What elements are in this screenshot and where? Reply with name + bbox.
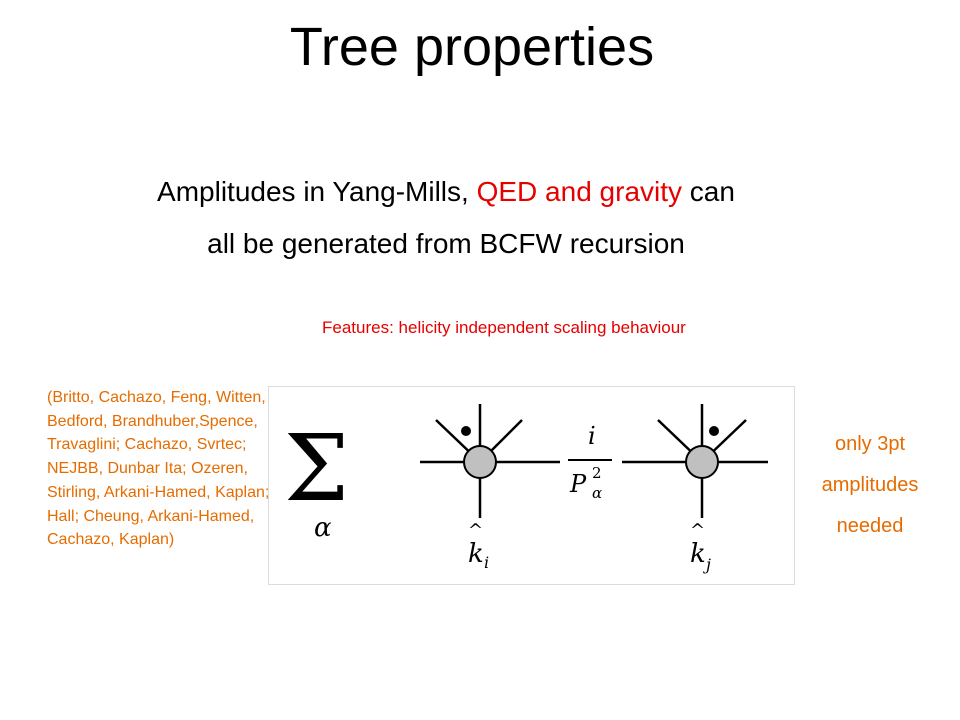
right-momentum-hat: ^ (690, 520, 705, 541)
propagator-denominator: P (569, 470, 587, 498)
subtitle-line-1: Amplitudes in Yang-Mills, QED and gravit… (40, 166, 852, 218)
note-line-2: amplitudes (821, 474, 919, 496)
sum-index: α (314, 513, 332, 543)
subtitle-text-highlight: QED and gravity (476, 176, 683, 207)
diagram-border (268, 386, 795, 585)
three-point-note: only 3pt amplitudes needed (800, 424, 940, 547)
left-momentum-hat: ^ (468, 520, 483, 541)
propagator-numerator: i (588, 422, 596, 450)
left-momentum-index: i (484, 553, 489, 572)
right-vertex-blob (685, 445, 719, 479)
subtitle-line-2: all be generated from BCFW recursion (207, 228, 685, 259)
note-line-3: needed (836, 515, 904, 537)
right-momentum-label: k (690, 539, 706, 569)
slide-title: Tree properties (289, 17, 655, 77)
left-vertex-blob (463, 445, 497, 479)
features-note: Features: helicity independent scaling b… (322, 318, 686, 337)
right-ellipsis-dot (709, 426, 719, 436)
right-momentum-index: j (703, 555, 711, 574)
propagator-denominator-index: α (592, 484, 602, 502)
left-momentum-label: k (468, 539, 484, 569)
left-ellipsis-dot (461, 426, 471, 436)
subtitle-text-black: Amplitudes in Yang-Mills, (157, 176, 477, 207)
sum-symbol: Σ (284, 415, 349, 522)
diagram-canvas: Σ α i P 2 α ^ (268, 386, 795, 585)
left-vertex-group (420, 404, 560, 518)
slide-subtitle: Amplitudes in Yang-Mills, QED and gravit… (40, 166, 852, 270)
references-list: (Britto, Cachazo, Feng, Witten, Bedford,… (47, 389, 270, 549)
note-line-1: only 3pt (834, 433, 906, 455)
subtitle-text-end: can (682, 176, 735, 207)
propagator-denominator-exponent: 2 (592, 464, 602, 482)
right-vertex-group (622, 404, 768, 518)
bcfw-recursion-diagram: Σ α i P 2 α ^ (268, 386, 796, 586)
